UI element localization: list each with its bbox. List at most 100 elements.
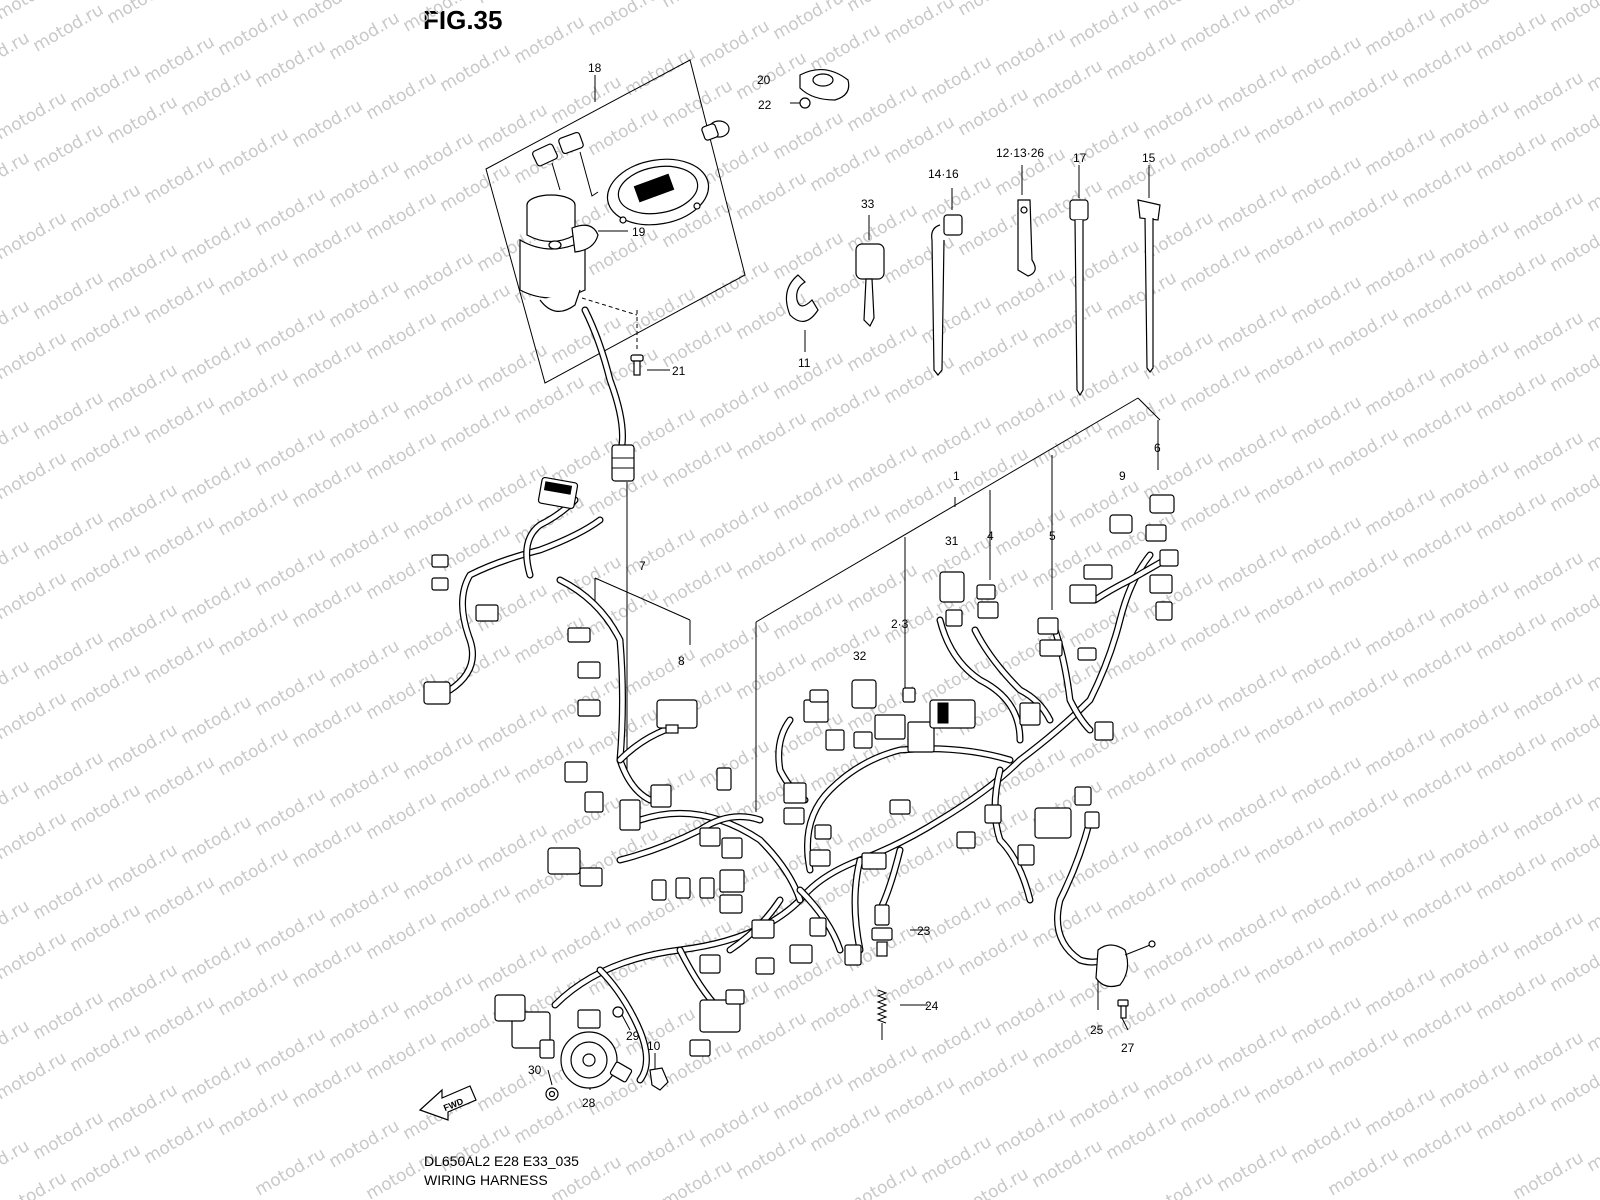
watermark-text: motod.ru (178, 64, 256, 120)
watermark-text: motod.ru (289, 336, 367, 392)
watermark-text: motod.ru (1436, 456, 1514, 512)
watermark-text: motod.ru (1325, 424, 1403, 480)
screw-22-icon (790, 97, 811, 109)
sensor-23-icon (871, 904, 893, 957)
watermark-text: motod.ru (252, 304, 330, 360)
watermark-text: motod.ru (30, 868, 108, 924)
watermark-text: motod.ru (770, 468, 848, 524)
watermark-text: motod.ru (844, 440, 922, 496)
watermark-text: motod.ru (252, 424, 330, 480)
watermark-text: motod.ru (807, 500, 885, 556)
watermark-text: motod.ru (326, 756, 404, 812)
watermark-text: motod.ru (0, 208, 70, 264)
watermark-text: motod.ru (474, 700, 552, 756)
watermark-text: motod.ru (178, 332, 256, 388)
callout-22: 22 (758, 98, 772, 112)
watermark-text: motod.ru (622, 1124, 700, 1180)
watermark-text: motod.ru (881, 1072, 959, 1128)
watermark-text: motod.ru (104, 960, 182, 1016)
watermark-text: motod.ru (1584, 640, 1600, 696)
watermark-text: motod.ru (1251, 332, 1329, 388)
watermark-text: motod.ru (622, 44, 700, 100)
watermark-text: motod.ru (1214, 180, 1292, 236)
watermark-text: motod.ru (1547, 220, 1600, 276)
watermark-text: motod.ru (1584, 880, 1600, 936)
cable-tie-15-icon (1137, 199, 1161, 373)
watermark-text: motod.ru (659, 436, 737, 492)
watermark-text: motod.ru (326, 996, 404, 1052)
watermark-text: motod.ru (1362, 124, 1440, 180)
watermark-text: motod.ru (1177, 720, 1255, 776)
watermark-text: motod.ru (696, 256, 774, 312)
watermark-text: motod.ru (844, 80, 922, 136)
watermark-text: motod.ru (1399, 1116, 1477, 1172)
watermark-text: motod.ru (770, 0, 848, 44)
watermark-text: motod.ru (215, 604, 293, 660)
watermark-text: motod.ru (252, 184, 330, 240)
watermark-text: motod.ru (104, 92, 182, 148)
watermark-text: motod.ru (992, 384, 1070, 440)
watermark-text: motod.ru (104, 1080, 182, 1136)
watermark-text: motod.ru (1436, 816, 1514, 872)
relay-32-icon (851, 679, 877, 709)
watermark-text: motod.ru (918, 1132, 996, 1188)
watermark-text: motod.ru (844, 320, 922, 376)
watermark-text: motod.ru (1436, 96, 1514, 152)
watermark-text: motod.ru (1399, 876, 1477, 932)
watermark-text: motod.ru (437, 40, 515, 96)
watermark-text: motod.ru (0, 1016, 33, 1072)
watermark-text: motod.ru (733, 48, 811, 104)
watermark-text: motod.ru (881, 232, 959, 288)
watermark-text: motod.ru (0, 896, 33, 952)
watermark-text: motod.ru (1510, 308, 1588, 364)
watermark-text: motod.ru (141, 32, 219, 88)
callout-20: 20 (757, 73, 771, 87)
watermark-text: motod.ru (659, 556, 737, 612)
ignition-coupler-icon (611, 444, 635, 482)
watermark-text: motod.ru (1362, 964, 1440, 1020)
watermark-text: motod.ru (215, 4, 293, 60)
watermark-text: motod.ru (511, 12, 589, 68)
watermark-text: motod.ru (0, 688, 70, 744)
watermark-text: motod.ru (289, 1056, 367, 1112)
watermark-text: motod.ru (178, 572, 256, 628)
watermark-text: motod.ru (474, 820, 552, 876)
watermark-text: motod.ru (1140, 1048, 1218, 1104)
watermark-text: motod.ru (1140, 0, 1218, 24)
watermark-text: motod.ru (400, 968, 478, 1024)
watermark-text: motod.ru (955, 324, 1033, 380)
watermark-text: motod.ru (437, 880, 515, 936)
watermark-text: motod.ru (0, 148, 33, 204)
watermark-text: motod.ru (363, 188, 441, 244)
watermark-text: motod.ru (1399, 156, 1477, 212)
watermark-text: motod.ru (67, 300, 145, 356)
watermark-text: motod.ru (1325, 64, 1403, 120)
callout-12-13-26: 12·13·26 (996, 146, 1044, 160)
watermark-text: motod.ru (400, 248, 478, 304)
watermark-text: motod.ru (289, 216, 367, 272)
watermark-text: motod.ru (1325, 904, 1403, 960)
watermark-text: motod.ru (1547, 820, 1600, 876)
watermark-text: motod.ru (30, 388, 108, 444)
watermark-text: motod.ru (1288, 992, 1366, 1048)
watermark-text: motod.ru (1362, 844, 1440, 900)
watermark-text: motod.ru (141, 152, 219, 208)
watermark-text: motod.ru (733, 648, 811, 704)
watermark-text: motod.ru (1251, 1052, 1329, 1108)
watermark-text: motod.ru (659, 316, 737, 372)
watermark-text: motod.ru (1584, 1120, 1600, 1176)
watermark-text: motod.ru (585, 104, 663, 160)
watermark-text: motod.ru (215, 964, 293, 1020)
watermark-text: motod.ru (1214, 660, 1292, 716)
watermark-text: motod.ru (400, 488, 478, 544)
watermark-text: motod.ru (1436, 1056, 1514, 1112)
screw-21-icon (581, 297, 644, 376)
watermark-text: motod.ru (67, 420, 145, 476)
screw-27-icon (1117, 999, 1129, 1019)
watermark-text: motod.ru (0, 328, 70, 384)
watermark-text: motod.ru (881, 0, 959, 48)
callout-6: 6 (1154, 441, 1161, 455)
callout-9: 9 (1119, 469, 1126, 483)
watermark-text: motod.ru (1399, 516, 1477, 572)
watermark-text: motod.ru (215, 1084, 293, 1140)
